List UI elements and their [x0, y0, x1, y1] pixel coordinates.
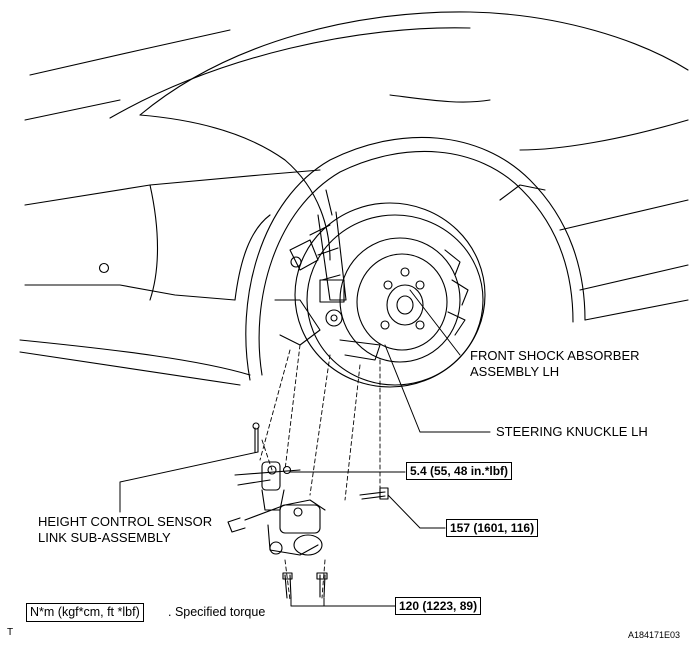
brake-disc-assembly: [294, 202, 486, 388]
steering-knuckle-label: STEERING KNUCKLE LH: [496, 424, 648, 439]
height-sensor-label-line2: LINK SUB-ASSEMBLY: [38, 530, 171, 545]
alignment-guides: [259, 344, 381, 601]
front-shock-absorber-label: FRONT SHOCK ABSORBER ASSEMBLY LH: [470, 348, 640, 380]
torque-legend-description: . Specified torque: [168, 605, 266, 619]
height-sensor-link-label: HEIGHT CONTROL SENSOR LINK SUB-ASSEMBLY: [38, 514, 212, 546]
torque-knuckle-bolt: 157 (1601, 116): [446, 519, 539, 537]
shock-absorber: [274, 189, 381, 361]
height-sensor-label-line1: HEIGHT CONTROL SENSOR: [38, 514, 213, 529]
leader-lines: [119, 289, 491, 607]
front-shock-label-line1: FRONT SHOCK ABSORBER: [470, 348, 640, 363]
torque-unit-legend-box: N*m (kgf*cm, ft *lbf): [26, 603, 144, 622]
vehicle-body-outline: [19, 11, 689, 386]
front-shock-label-line2: ASSEMBLY LH: [470, 364, 560, 379]
figure-id: A184171E03: [628, 630, 681, 640]
torque-sensor-nut: 5.4 (55, 48 in.*lbf): [406, 462, 513, 480]
torque-ball-joint-bolts: 120 (1223, 89): [395, 597, 482, 615]
height-sensor-link-and-ball-joint: [227, 422, 389, 599]
corner-mark: T: [7, 627, 14, 638]
